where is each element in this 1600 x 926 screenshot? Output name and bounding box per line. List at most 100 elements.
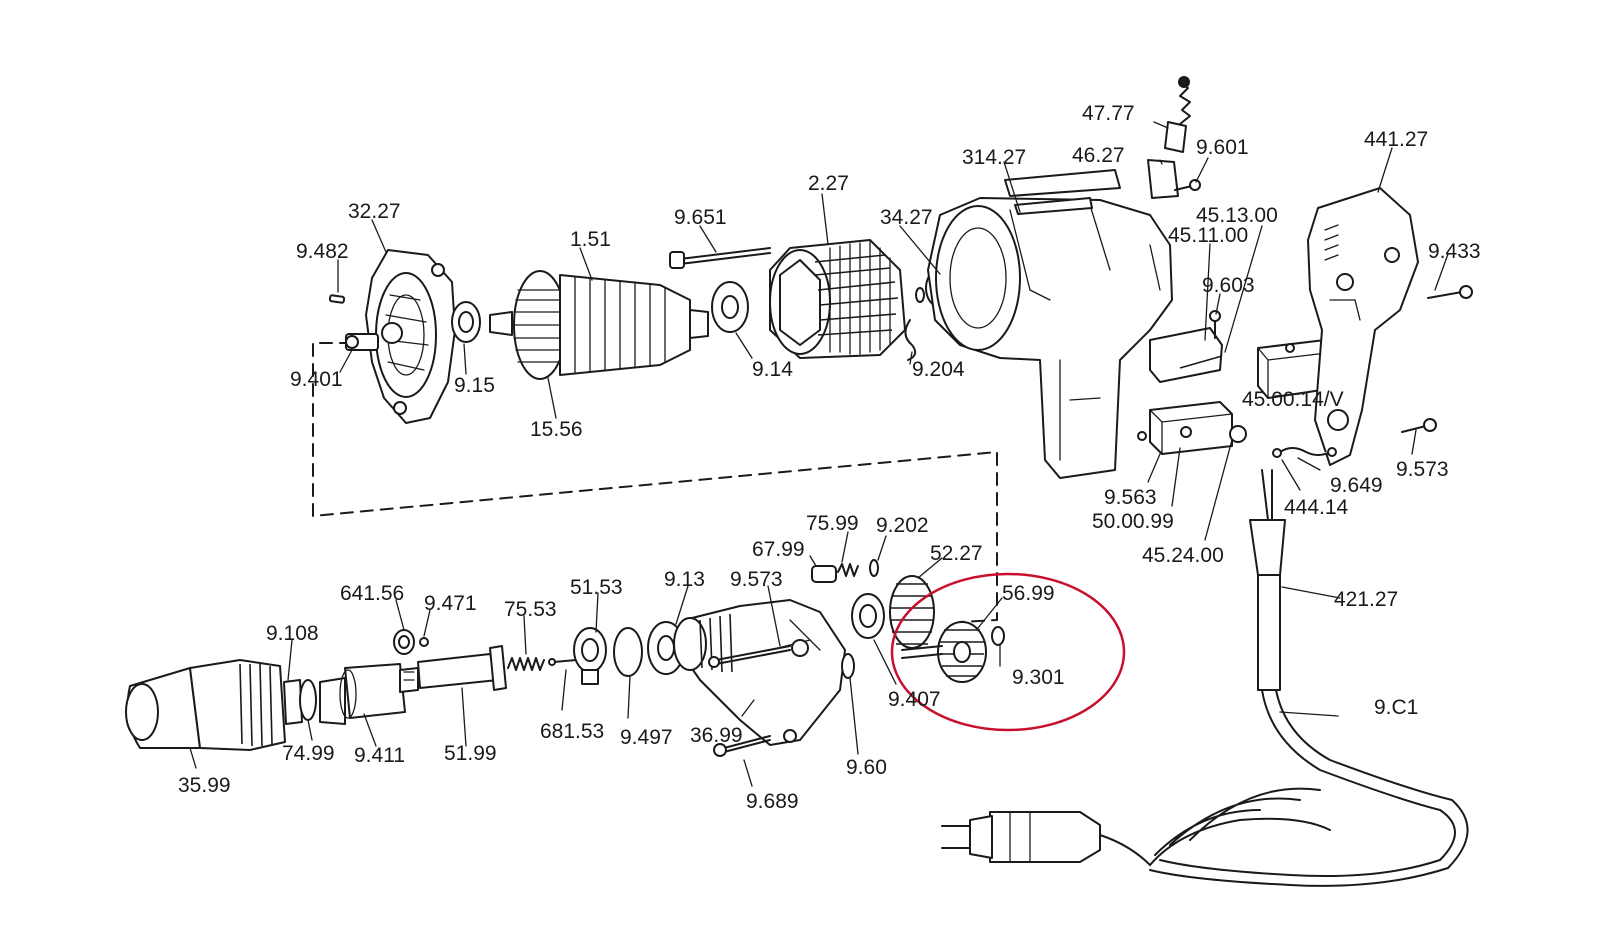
label-9-471: 9.471 xyxy=(424,592,477,615)
label-9-401: 9.401 xyxy=(290,368,343,391)
label-51-99: 51.99 xyxy=(444,742,497,765)
label-9-13: 9.13 xyxy=(664,568,705,591)
part-clip-9-204 xyxy=(904,319,917,361)
part-bearing-9-14 xyxy=(711,281,749,333)
label-9-301: 9.301 xyxy=(1012,666,1065,689)
part-end-bracket-32-27 xyxy=(365,249,456,424)
highlight-circle xyxy=(890,572,1126,732)
part-button-67-99 xyxy=(811,565,837,583)
label-9-689: 9.689 xyxy=(746,790,799,813)
label-74-99: 74.99 xyxy=(282,742,335,765)
label-9-563: 9.563 xyxy=(1104,486,1157,509)
part-bearing-9-15 xyxy=(451,301,481,343)
part-washer-9-301 xyxy=(991,626,1005,646)
label-45-13-00: 45.13.00 xyxy=(1196,204,1278,227)
label-9-202: 9.202 xyxy=(876,514,929,537)
part-screw-9-689 xyxy=(713,735,771,757)
label-45-11-00: 45.11.00 xyxy=(1168,224,1248,247)
label-641-56: 641.56 xyxy=(340,582,404,605)
label-35-99: 35.99 xyxy=(178,774,231,797)
label-67-99: 67.99 xyxy=(752,538,805,561)
assembly-dashed-line xyxy=(312,342,998,623)
part-brush-holder-46-27 xyxy=(1147,159,1179,199)
part-pin-681-53 xyxy=(548,658,577,666)
label-15-56: 15.56 xyxy=(530,418,583,441)
part-screw-9-651 xyxy=(669,247,771,269)
part-bearing-9-407 xyxy=(851,593,885,639)
label-32-27: 32.27 xyxy=(348,200,401,223)
label-47-77: 47.77 xyxy=(1082,102,1135,125)
label-75-53: 75.53 xyxy=(504,598,557,621)
label-45-00-14-v: 45.00.14/V xyxy=(1242,388,1344,411)
label-9-649: 9.649 xyxy=(1330,474,1383,497)
part-pin-9-482 xyxy=(328,294,346,304)
label-441-27: 441.27 xyxy=(1364,128,1428,151)
label-45-24-00: 45.24.00 xyxy=(1142,544,1224,567)
label-52-27: 52.27 xyxy=(930,542,983,565)
part-clamp-444-14 xyxy=(1272,447,1337,458)
part-screw-9-433 xyxy=(1427,285,1473,299)
part-plug-9-60 xyxy=(841,653,855,679)
label-9-204: 9.204 xyxy=(912,358,965,381)
label-421-27: 421.27 xyxy=(1334,588,1398,611)
part-box-50-00-99 xyxy=(1137,401,1247,455)
label-50-00-99: 50.00.99 xyxy=(1092,510,1174,533)
label-1-51: 1.51 xyxy=(570,228,611,251)
label-9-01: 9.C1 xyxy=(1374,696,1418,719)
part-screw-9-601 xyxy=(1174,179,1201,191)
label-9-603: 9.603 xyxy=(1202,274,1255,297)
part-ring-9-202 xyxy=(869,559,879,577)
label-444-14: 444.14 xyxy=(1284,496,1349,519)
part-gear-56-99 xyxy=(937,621,987,683)
label-34-27: 34.27 xyxy=(880,206,933,229)
part-chuck-35-99 xyxy=(125,659,303,751)
label-9-497: 9.497 xyxy=(620,726,673,749)
part-armature-1-51 xyxy=(489,270,709,380)
label-9-482: 9.482 xyxy=(296,240,349,263)
label-9-411: 9.411 xyxy=(354,744,405,767)
label-9-651: 9.651 xyxy=(674,206,727,229)
label-9-60: 9.60 xyxy=(846,756,887,779)
label-9-407: 9.407 xyxy=(888,688,941,711)
part-clutch-51-53 xyxy=(573,627,607,685)
part-screw-9-603 xyxy=(1209,310,1221,339)
part-screw-9-573-mid xyxy=(708,645,791,668)
label-56-99: 56.99 xyxy=(1002,582,1055,605)
label-9-573-top: 9.573 xyxy=(1396,458,1449,481)
part-motor-housing-314-27 xyxy=(927,169,1173,479)
part-ball-9-471 xyxy=(419,637,429,647)
part-brush-47-77 xyxy=(1164,76,1191,153)
part-gear-52-27 xyxy=(889,575,935,649)
part-stator-2-27 xyxy=(769,239,906,359)
part-handle-441-27 xyxy=(1307,187,1419,466)
label-9-433: 9.433 xyxy=(1428,240,1481,263)
part-pin-9-401 xyxy=(345,333,379,351)
label-9-14: 9.14 xyxy=(752,358,793,381)
part-switch-45-11-00 xyxy=(1149,327,1223,383)
label-9-573-mid: 9.573 xyxy=(730,568,783,591)
part-spring-75-53 xyxy=(507,657,545,671)
label-51-53: 51.53 xyxy=(570,576,623,599)
part-sleeve-9-411 xyxy=(319,663,406,725)
part-gear-housing-36-99 xyxy=(673,599,846,746)
part-spindle-51-99 xyxy=(399,645,507,693)
label-36-99: 36.99 xyxy=(690,724,743,747)
part-ring-641-56 xyxy=(393,629,415,655)
label-9-15: 9.15 xyxy=(454,374,495,397)
leader-lines xyxy=(189,121,1449,787)
part-screw-9-573-top xyxy=(1401,418,1437,433)
label-9-108: 9.108 xyxy=(266,622,319,645)
label-314-27: 314.27 xyxy=(962,146,1026,169)
part-oring-9-497 xyxy=(613,627,643,677)
part-cable-421-27 xyxy=(941,469,1469,887)
label-2-27: 2.27 xyxy=(808,172,849,195)
label-9-601: 9.601 xyxy=(1196,136,1249,159)
label-75-99: 75.99 xyxy=(806,512,859,535)
label-46-27: 46.27 xyxy=(1072,144,1125,167)
part-shaft xyxy=(901,645,943,659)
part-spring-75-99 xyxy=(837,563,859,577)
part-ring-74-99 xyxy=(299,679,317,721)
label-681-53: 681.53 xyxy=(540,720,604,743)
